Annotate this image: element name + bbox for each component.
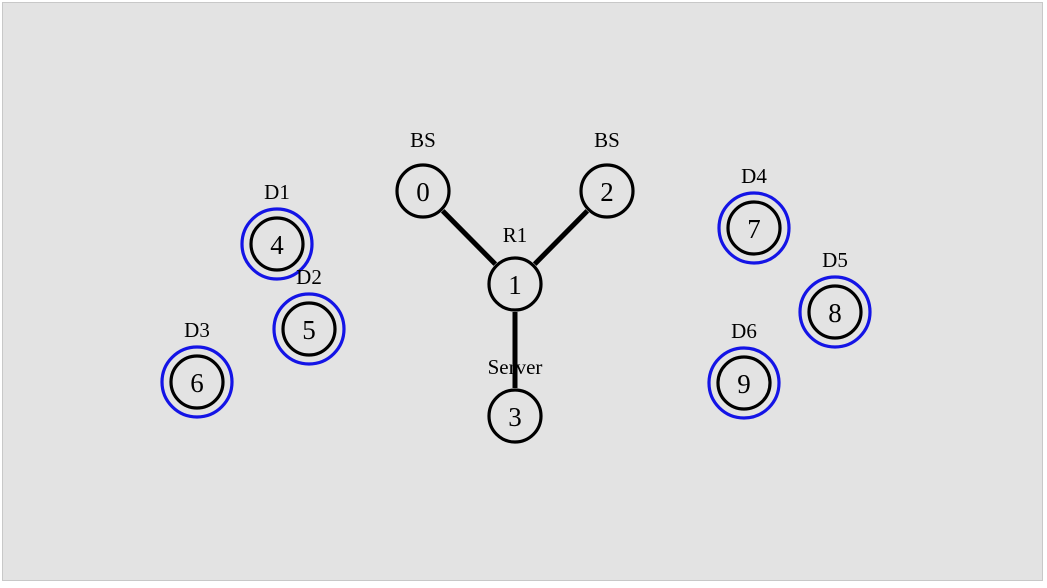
node-name-label: BS [594, 128, 620, 152]
link-0-1 [440, 209, 498, 266]
node-circle [716, 355, 772, 411]
links-layer [440, 209, 590, 388]
device-halo-ring [272, 292, 346, 366]
node-id-label: 2 [600, 177, 614, 207]
node-id-label: 0 [416, 177, 430, 207]
node-name-label: Server [488, 355, 543, 379]
node-1[interactable]: 1 [487, 256, 543, 312]
node-5[interactable]: 5 [272, 292, 346, 366]
node-id-label: 4 [270, 230, 284, 260]
device-halo-ring [798, 275, 872, 349]
node-circle [579, 163, 635, 219]
node-name-label: D3 [184, 318, 210, 342]
node-id-label: 8 [828, 298, 842, 328]
node-name-label: D5 [822, 248, 848, 272]
network-topology-diagram: 0 BS 1 R1 2 BS 3 Server 4 D1 5 D2 6 D3 7 D4 8 D5 9 D6 [160, 128, 872, 444]
node-fill [251, 218, 303, 270]
node-fill [581, 165, 633, 217]
device-halo-ring [240, 207, 314, 281]
link-2-1 [532, 209, 590, 266]
node-4[interactable]: 4 [240, 207, 314, 281]
device-halo-ring [707, 346, 781, 420]
node-fill [489, 258, 541, 310]
node-8[interactable]: 8 [798, 275, 872, 349]
node-7[interactable]: 7 [717, 191, 791, 265]
device-halo-ring [160, 345, 234, 419]
node-name-label: R1 [503, 223, 528, 247]
node-name-label: D6 [731, 319, 757, 343]
node-circle [487, 256, 543, 312]
node-id-label: 1 [508, 270, 522, 300]
node-name-label: D1 [264, 180, 290, 204]
node-fill [171, 356, 223, 408]
nodes-layer: 0 BS 1 R1 2 BS 3 Server 4 D1 5 D2 6 D3 7 D4 8 D5 9 D6 [160, 128, 872, 444]
node-3[interactable]: 3 [487, 388, 543, 444]
node-fill [489, 390, 541, 442]
node-id-label: 5 [302, 315, 316, 345]
node-9[interactable]: 9 [707, 346, 781, 420]
node-name-label: D2 [296, 265, 322, 289]
node-id-label: 7 [747, 214, 761, 244]
node-6[interactable]: 6 [160, 345, 234, 419]
node-fill [283, 303, 335, 355]
node-id-label: 6 [190, 368, 204, 398]
node-circle [807, 284, 863, 340]
node-name-label: BS [410, 128, 436, 152]
node-circle [249, 216, 305, 272]
node-circle [281, 301, 337, 357]
node-circle [726, 200, 782, 256]
node-name-label: D4 [741, 164, 767, 188]
node-2[interactable]: 2 [579, 163, 635, 219]
node-circle [169, 354, 225, 410]
node-fill [809, 286, 861, 338]
node-fill [397, 165, 449, 217]
node-id-label: 3 [508, 402, 522, 432]
node-circle [395, 163, 451, 219]
node-fill [728, 202, 780, 254]
node-id-label: 9 [737, 369, 751, 399]
device-halo-ring [717, 191, 791, 265]
node-0[interactable]: 0 [395, 163, 451, 219]
topology-canvas: 0 BS 1 R1 2 BS 3 Server 4 D1 5 D2 6 D3 7 D4 8 D5 9 D6 [2, 2, 1043, 581]
node-circle [487, 388, 543, 444]
node-fill [718, 357, 770, 409]
